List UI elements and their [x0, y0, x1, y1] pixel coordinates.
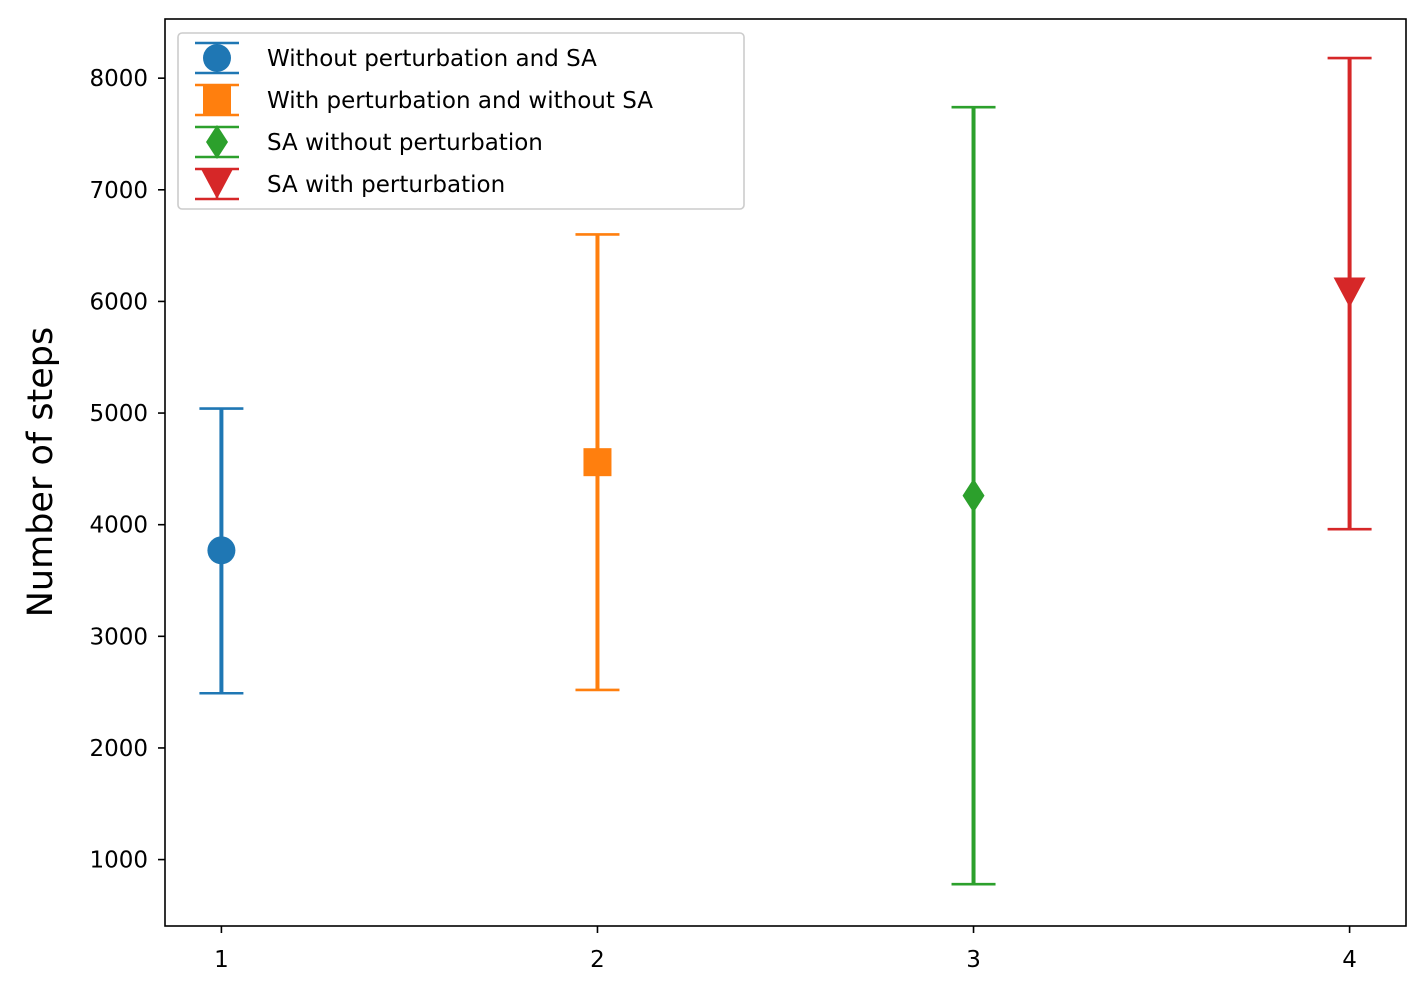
y-axis: 1000 2000 3000 4000 5000 6000 7000 8000 [89, 66, 165, 874]
y-tick-label: 2000 [89, 736, 148, 762]
y-tick-label: 8000 [89, 66, 148, 92]
data-point [962, 478, 985, 513]
y-tick-label: 1000 [89, 848, 148, 874]
y-tick-label: 6000 [89, 289, 148, 315]
x-tick-label: 4 [1342, 947, 1357, 973]
y-axis-label: Number of steps [21, 327, 61, 618]
plot-frame [164, 18, 1407, 927]
legend-label: With perturbation and without SA [267, 88, 653, 114]
x-axis: 1 2 3 4 [214, 926, 1357, 973]
data-point [583, 448, 612, 477]
y-tick-label: 7000 [89, 178, 148, 204]
data-point [207, 536, 236, 565]
y-tick-label: 3000 [89, 624, 148, 650]
legend-label: SA without perturbation [267, 130, 543, 156]
data-point [1333, 277, 1366, 308]
chart-marks [199, 56, 1372, 886]
y-tick-label: 5000 [89, 401, 148, 427]
x-tick-label: 1 [214, 947, 229, 973]
legend-label: Without perturbation and SA [267, 46, 597, 72]
legend-marker [201, 169, 233, 199]
legend-frame [177, 32, 745, 210]
legend-marker [203, 44, 231, 72]
legend: Without perturbation and SA With perturba… [177, 32, 745, 210]
legend-label: SA with perturbation [267, 172, 505, 198]
x-tick-label: 2 [590, 947, 605, 973]
legend-marker [206, 125, 228, 159]
x-tick-label: 3 [966, 947, 981, 973]
y-tick-label: 4000 [89, 513, 148, 539]
legend-marker [203, 86, 231, 114]
